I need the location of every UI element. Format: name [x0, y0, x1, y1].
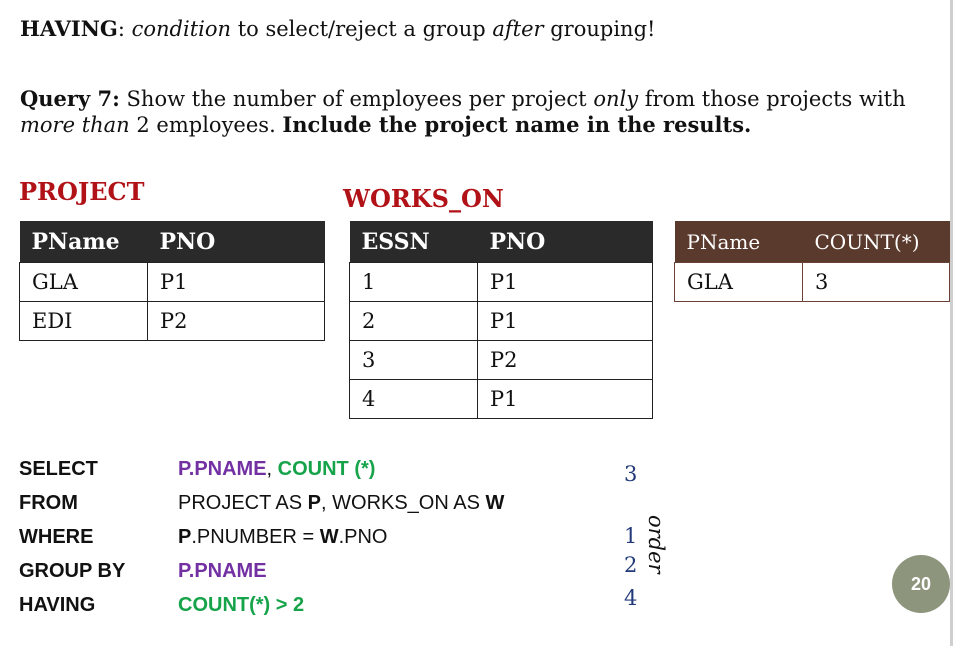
heading-after: after — [492, 17, 544, 41]
sql-pname: P.PNAME — [178, 458, 267, 480]
table-cell: P1 — [477, 262, 653, 302]
sql-keyword-select: SELECT — [19, 458, 98, 480]
table-cell: 1 — [349, 262, 478, 302]
query7-text-3: from those projects with — [638, 87, 906, 111]
having-heading: HAVING: condition to select/reject a gro… — [20, 14, 655, 44]
table-cell: 3 — [802, 262, 950, 302]
order-number: 1 — [624, 524, 638, 548]
works-on-label: WORKS_ON — [343, 184, 504, 213]
table-cell: EDI — [19, 301, 148, 341]
sql-keyword-group-by: GROUP BY — [19, 560, 126, 582]
table-cell: GLA — [19, 262, 148, 302]
sql-from-alias-w: W — [485, 492, 505, 514]
table-header-row: ESSN PNO — [349, 221, 653, 263]
table-cell: 3 — [349, 340, 478, 380]
table-cell: P1 — [147, 262, 325, 302]
column-header: COUNT(*) — [802, 221, 950, 263]
sql-from-alias-p: P — [307, 492, 322, 514]
column-header: PNO — [147, 221, 325, 263]
query7-description: Query 7: Show the number of employees pe… — [20, 86, 920, 138]
sql-where-d: .PNO — [338, 526, 388, 548]
sql-sep: , — [266, 458, 278, 480]
having-keyword: HAVING — [20, 16, 118, 41]
sql-clauses: P.PNAME, COUNT (*) PROJECT AS P, WORKS_O… — [178, 452, 504, 622]
table-row: 3 P2 — [349, 340, 653, 380]
sql-keywords: SELECT FROM WHERE GROUP BY HAVING — [19, 452, 125, 622]
column-header: PName — [19, 221, 148, 263]
table-header-row: PName COUNT(*) — [674, 221, 950, 263]
sql-from-a: PROJECT AS — [178, 492, 308, 514]
order-number: 4 — [624, 586, 638, 610]
table-row: 1 P1 — [349, 262, 653, 302]
project-table: PName PNO GLA P1 EDI P2 — [19, 221, 325, 341]
sql-group-by-clause: P.PNAME — [178, 554, 504, 588]
order-label: order — [644, 515, 668, 574]
sql-keyword-where: WHERE — [19, 526, 94, 548]
order-number: 2 — [624, 553, 638, 577]
table-cell: P1 — [477, 379, 653, 419]
query7-label: Query 7: — [20, 86, 120, 111]
query7-text-5: 2 employees. — [129, 113, 283, 137]
sql-having-value: COUNT(*) > 2 — [178, 594, 305, 616]
table-header-row: PName PNO — [19, 221, 325, 263]
sql-from-clause: PROJECT AS P, WORKS_ON AS W — [178, 486, 504, 520]
table-cell: GLA — [674, 262, 803, 302]
table-row: 2 P1 — [349, 301, 653, 341]
column-header: PNO — [477, 221, 653, 263]
sql-from-c: , WORKS_ON AS — [321, 492, 486, 514]
heading-text-end: grouping! — [543, 17, 656, 41]
heading-text-mid: to select/reject a group — [231, 17, 493, 41]
table-row: GLA 3 — [674, 262, 950, 302]
table-cell: 4 — [349, 379, 478, 419]
project-label: PROJECT — [19, 177, 145, 206]
order-number: 3 — [624, 462, 638, 486]
sql-group-by-value: P.PNAME — [178, 560, 267, 582]
sql-keyword-having: HAVING — [19, 594, 96, 616]
page-number-badge: 20 — [892, 555, 950, 613]
table-row: EDI P2 — [19, 301, 325, 341]
result-table: PName COUNT(*) GLA 3 — [674, 221, 950, 302]
works-on-table: ESSN PNO 1 P1 2 P1 3 P2 4 P1 — [349, 221, 653, 419]
right-edge-rule — [950, 0, 953, 646]
sql-keyword-from: FROM — [19, 492, 78, 514]
sql-where-clause: P.PNUMBER = W.PNO — [178, 520, 504, 554]
table-cell: 2 — [349, 301, 478, 341]
column-header: ESSN — [349, 221, 478, 263]
query7-text-1: Show the number of employees per project — [119, 87, 594, 111]
sql-where-w: W — [319, 526, 339, 548]
table-cell: P2 — [147, 301, 325, 341]
table-row: 4 P1 — [349, 379, 653, 419]
query7-only: only — [593, 87, 639, 111]
heading-colon: : — [117, 17, 125, 41]
sql-where-b: .PNUMBER = — [191, 526, 320, 548]
table-cell: P2 — [477, 340, 653, 380]
column-header: PName — [674, 221, 803, 263]
table-cell: P1 — [477, 301, 653, 341]
query7-more-than: more than — [20, 113, 130, 137]
sql-having-clause: COUNT(*) > 2 — [178, 588, 504, 622]
heading-condition: condition — [131, 17, 232, 41]
sql-select-clause: P.PNAME, COUNT (*) — [178, 452, 504, 486]
sql-where-p: P — [178, 526, 192, 548]
sql-count: COUNT (*) — [277, 458, 376, 480]
query7-include: Include the project name in the results. — [282, 112, 752, 137]
table-row: GLA P1 — [19, 262, 325, 302]
